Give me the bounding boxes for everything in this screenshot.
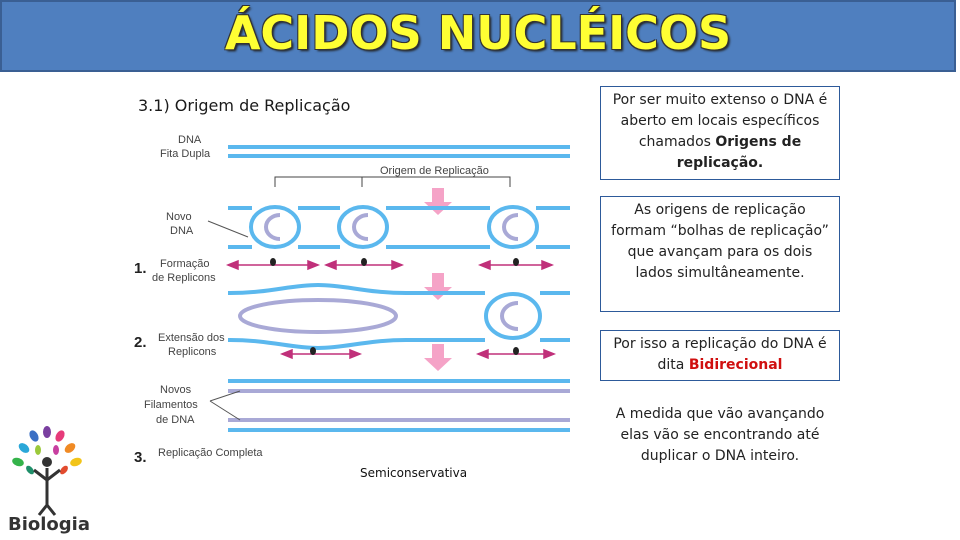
label-dna: DNA [178,134,202,146]
label-completa: Replicação Completa [158,447,263,459]
tree-person-icon [12,426,82,516]
origin-dots-2 [310,347,519,355]
bidirectional-arrows-2 [279,348,557,360]
box3-highlight: Bidirecional [688,357,783,373]
replication-diagram: DNA Fita Dupla Origem de Replicação Novo… [134,134,570,466]
pointer-novo-dna [207,220,249,238]
diagram-caption: Semiconservativa [360,466,468,480]
title-bar [0,0,956,72]
box2-text: As origens de replicação formam “bolhas … [611,202,829,281]
label-origem: Origem de Replicação [380,165,489,177]
step-number-1: 1. [134,260,147,277]
row-extension [228,282,570,351]
label-novo-dna: DNA [170,225,194,237]
origin-dots-1 [270,258,519,266]
page-title: ÁCIDOS NUCLÉICOS [224,6,732,60]
section-subtitle: 3.1) Origem de Replicação [138,96,351,115]
box1-bold: Origens de replicação [676,134,802,171]
label-replicons: Replicons [168,346,217,358]
label-de-replicons: de Replicons [152,272,216,284]
label-novo: Novo [166,211,192,223]
box1-text: Por ser muito extenso o DNA é aberto em … [612,92,828,150]
label-formacao: Formação [160,258,210,270]
logo-text: Biologia [8,514,90,535]
label-de-dna: de DNA [156,414,195,426]
row-formation [228,205,570,249]
label-extensao: Extensão dos [158,332,225,344]
pointer-filamentos-1 [209,390,241,402]
step-number-2: 2. [134,334,147,351]
label-novos: Novos [160,384,192,396]
label-filamentos: Filamentos [144,399,198,411]
pointer-filamentos-2 [209,400,241,421]
info-box-bubbles: As origens de replicação formam “bolhas … [600,196,840,312]
bidirectional-arrows-1 [225,259,555,271]
info-box-origins: Por ser muito extenso o DNA é aberto em … [600,86,840,180]
box1-period: . [757,155,764,171]
step-number-3: 3. [134,449,147,466]
box3-text: Por isso a replicação do DNA é dita [613,336,827,373]
info-text-complete: A medida que vão avançando elas vão se e… [615,406,825,464]
down-arrow-2 [424,273,452,300]
down-arrow-3 [424,344,452,371]
label-fita-dupla: Fita Dupla [160,148,211,160]
down-arrow-1 [424,188,452,215]
info-box-bidirectional: Por isso a replicação do DNA é dita Bidi… [600,330,840,381]
origin-bracket [274,176,511,187]
